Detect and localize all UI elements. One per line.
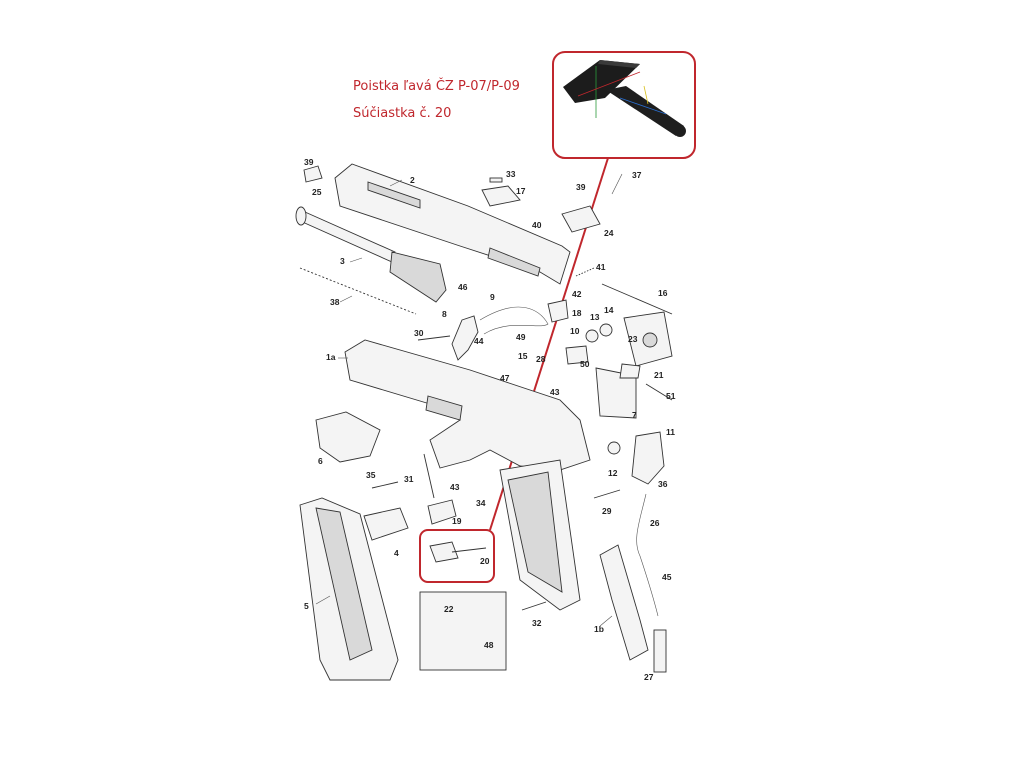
- label-part-30: 30: [414, 328, 424, 338]
- label-part-29: 29: [602, 506, 612, 516]
- recoil-spring-part-38: [299, 267, 417, 315]
- label-part-6: 6: [318, 456, 323, 466]
- grip-panel: [499, 459, 581, 611]
- label-part-5: 5: [304, 601, 309, 611]
- frame-part-1a: [344, 339, 591, 471]
- part-number-labels: 2 3 38 39 25 33 17 40 39 24 37 41 16 42 …: [304, 157, 676, 682]
- label-part-43-lower: 43: [450, 482, 460, 492]
- label-part-50: 50: [580, 359, 590, 369]
- label-part-26: 26: [650, 518, 660, 528]
- label-part-36: 36: [658, 479, 668, 489]
- label-part-39-right: 39: [576, 182, 586, 192]
- label-part-33: 33: [506, 169, 516, 179]
- label-part-47: 47: [500, 373, 510, 383]
- label-part-44: 44: [474, 336, 484, 346]
- label-part-41: 41: [596, 262, 606, 272]
- label-part-34: 34: [476, 498, 486, 508]
- label-part-49: 49: [516, 332, 526, 342]
- caption-part-number: Súčiastka č. 20: [353, 106, 452, 121]
- label-part-7: 7: [632, 410, 637, 420]
- label-part-39-top: 39: [304, 157, 314, 167]
- label-part-14: 14: [604, 305, 614, 315]
- label-part-17: 17: [516, 186, 526, 196]
- label-part-28: 28: [536, 354, 546, 364]
- magazine-part-5: [299, 497, 399, 681]
- backstrap-part-1b: [599, 544, 649, 661]
- label-part-32: 32: [532, 618, 542, 628]
- label-part-42: 42: [572, 289, 582, 299]
- label-part-43-upper: 43: [550, 387, 560, 397]
- label-part-18: 18: [572, 308, 582, 318]
- label-part-45: 45: [662, 572, 672, 582]
- label-part-9: 9: [490, 292, 495, 302]
- label-part-21: 21: [654, 370, 664, 380]
- label-part-51: 51: [666, 391, 676, 401]
- safety-lever-zoom-render: [563, 60, 686, 137]
- label-part-31: 31: [404, 474, 414, 484]
- zoom-highlight-box: [552, 51, 696, 159]
- label-part-12: 12: [608, 468, 618, 478]
- label-part-19: 19: [452, 516, 462, 526]
- barrel-part-3: [295, 206, 447, 303]
- slide-part-2: [334, 163, 571, 285]
- label-part-8: 8: [442, 309, 447, 319]
- label-part-23: 23: [628, 334, 638, 344]
- label-part-10: 10: [570, 326, 580, 336]
- label-part-1b: 1b: [594, 624, 604, 634]
- label-part-40: 40: [532, 220, 542, 230]
- label-part-37: 37: [632, 170, 642, 180]
- label-part-27: 27: [644, 672, 654, 682]
- label-part-2: 2: [410, 175, 415, 185]
- label-part-1a: 1a: [326, 352, 336, 362]
- label-part-35: 35: [366, 470, 376, 480]
- label-part-25: 25: [312, 187, 322, 197]
- label-part-46: 46: [458, 282, 468, 292]
- caption-title: Poistka ľavá ČZ P-07/P-09: [353, 79, 520, 94]
- label-part-38: 38: [330, 297, 340, 307]
- label-part-48: 48: [484, 640, 494, 650]
- label-part-20: 20: [480, 556, 490, 566]
- leader-lines: [315, 179, 613, 627]
- small-parts: [303, 165, 673, 673]
- label-part-3: 3: [340, 256, 345, 266]
- label-part-24: 24: [604, 228, 614, 238]
- label-part-11: 11: [666, 427, 675, 437]
- label-part-15: 15: [518, 351, 528, 361]
- label-part-13: 13: [590, 312, 600, 322]
- label-part-16: 16: [658, 288, 668, 298]
- label-part-4: 4: [394, 548, 399, 558]
- part-20-highlight-box: [419, 529, 495, 583]
- label-part-22: 22: [444, 604, 454, 614]
